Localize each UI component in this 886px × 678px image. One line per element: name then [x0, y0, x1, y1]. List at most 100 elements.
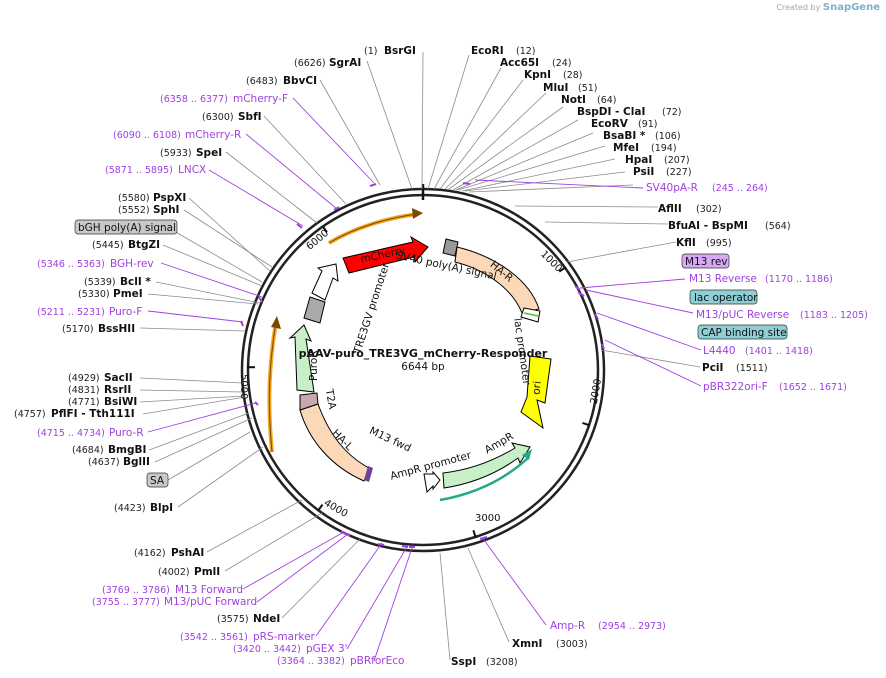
enzyme-kfli[interactable]: KflI [676, 237, 696, 249]
orange-arc-left-head [271, 316, 281, 329]
enzyme-bsshii[interactable]: BssHII [98, 323, 135, 335]
enzyme-kpni[interactable]: KpnI [524, 69, 551, 81]
enzyme-sspi[interactable]: SspI [451, 656, 476, 668]
primer-m13-puc-reverse[interactable]: M13/pUC Reverse [696, 309, 789, 321]
enzyme-spei[interactable]: SpeI [196, 147, 222, 159]
primer-leader-lines [147, 97, 702, 662]
enzyme-hpai[interactable]: HpaI [625, 154, 652, 166]
enzyme-sacii[interactable]: SacII [104, 372, 133, 384]
enzyme-pos: (4423) [114, 503, 146, 514]
m13-fwd-mark [364, 466, 373, 482]
ori-arrow[interactable] [520, 355, 552, 430]
enzyme-bspdi-clai[interactable]: BspDI - ClaI [577, 106, 645, 118]
lac-operator-box[interactable] [689, 289, 758, 305]
tick-2000: 2000 [589, 378, 604, 405]
enzyme-bcli[interactable]: BclI * [120, 276, 151, 288]
enzyme-pos: (1) [364, 46, 377, 57]
primer-bgh-rev[interactable]: BGH-rev [110, 258, 154, 270]
enzyme-ecorv[interactable]: EcoRV [591, 118, 629, 130]
enzyme-bsrgi[interactable]: BsrGI [384, 45, 416, 57]
snapgene-credit: Created by SnapGene [776, 2, 880, 13]
primer-m13-forward[interactable]: M13 Forward [175, 584, 243, 596]
enzyme-bsiwi[interactable]: BsiWI [104, 396, 137, 408]
primer-puro-f[interactable]: Puro-F [109, 306, 142, 318]
snapgene-logo: SnapGene [822, 2, 880, 13]
enzyme-blpi[interactable]: BlpI [150, 502, 173, 514]
primer-l4440[interactable]: L4440 [703, 345, 736, 357]
sv40-box[interactable] [442, 238, 459, 257]
primer-lncx[interactable]: LNCX [178, 164, 206, 176]
m13-rev-box[interactable] [681, 253, 730, 269]
enzyme-sphi[interactable]: SphI [153, 204, 179, 216]
enzyme-pos: (91) [638, 119, 658, 130]
tre3gv-promoter-arrow[interactable] [311, 263, 339, 301]
enzyme-bbvci[interactable]: BbvCI [283, 75, 317, 87]
sa-box[interactable] [146, 472, 169, 488]
enzyme-pos: (106) [655, 131, 681, 142]
enzyme-sbfi[interactable]: SbfI [238, 111, 262, 123]
primer-pos: (1183 .. 1205) [800, 310, 868, 321]
t2a-box[interactable] [299, 392, 319, 411]
primer-pos: (5346 .. 5363) [37, 259, 105, 270]
primer-pbr322ori-f[interactable]: pBR322ori-F [703, 381, 768, 393]
enzyme-pos: (6483) [246, 76, 278, 87]
enzyme-bfuai-bspmi[interactable]: BfuAI - BspMI [668, 220, 748, 232]
enzyme-ecori[interactable]: EcoRI [471, 45, 504, 57]
ampr-arrow[interactable] [442, 442, 531, 489]
ha-r-arrow[interactable] [454, 246, 540, 314]
puror-arrow[interactable] [288, 324, 315, 393]
enzyme-mlui[interactable]: MluI [543, 82, 568, 94]
features [267, 208, 552, 502]
enzyme-pos: (207) [664, 155, 690, 166]
enzyme-noti[interactable]: NotI [561, 94, 586, 106]
enzyme-pos: (24) [552, 58, 572, 69]
enzyme-pshai[interactable]: PshAI [171, 547, 204, 559]
enzyme-bsabi[interactable]: BsaBI * [603, 130, 646, 142]
primer-mcherry-f[interactable]: mCherry-F [233, 93, 288, 105]
primer-pbrforeco[interactable]: pBRforEco [350, 655, 404, 667]
enzyme-bglii[interactable]: BglII [123, 456, 150, 468]
enzyme-bmgbi[interactable]: BmgBI [108, 444, 146, 456]
leader-lines [139, 51, 701, 661]
tick-mark [558, 266, 567, 273]
primer-sv40pa-r[interactable]: SV40pA-R [646, 182, 698, 194]
enzyme-pos: (1511) [736, 363, 768, 374]
primer-pos: (3769 .. 3786) [102, 585, 170, 596]
enzyme-ndei[interactable]: NdeI [253, 613, 280, 625]
primer-puro-r[interactable]: Puro-R [109, 427, 144, 439]
primer-m13-puc-forward[interactable]: M13/pUC Forward [164, 596, 257, 608]
enzyme-sgrai[interactable]: SgrAI [329, 57, 361, 69]
ha-l-arrow[interactable] [299, 403, 370, 482]
bgh-polya-box[interactable] [74, 219, 178, 235]
primer-m13-reverse[interactable]: M13 Reverse [689, 273, 757, 285]
enzyme-btgzi[interactable]: BtgZI [128, 239, 160, 251]
enzyme-pflfi-tth111i[interactable]: PflFI - Tth111I [51, 408, 135, 420]
enzyme-acc65i[interactable]: Acc65I [500, 57, 539, 69]
boxed-features: M13 rev lac operator CAP binding site bG… [74, 219, 788, 488]
enzyme-pos: (564) [765, 221, 791, 232]
primer-pos: (3755 .. 3777) [92, 597, 160, 608]
enzyme-pmli[interactable]: PmlI [194, 566, 220, 578]
enzyme-xmni[interactable]: XmnI [512, 638, 542, 650]
tre3gv-box[interactable] [303, 296, 326, 324]
enzyme-pmei[interactable]: PmeI [113, 288, 143, 300]
primer-pgex-3[interactable]: pGEX 3' [306, 643, 348, 655]
enzyme-pos: (51) [578, 83, 598, 94]
primer-pos: (3542 .. 3561) [180, 632, 248, 643]
primer-pos: (5871 .. 5895) [105, 165, 173, 176]
primer-prs-marker[interactable]: pRS-marker [253, 631, 316, 643]
enzyme-aflii[interactable]: AflII [658, 203, 682, 215]
ampr-promoter-arrow[interactable] [423, 470, 441, 494]
enzyme-pos: (5552) [118, 205, 150, 216]
enzyme-rsrii[interactable]: RsrII [104, 384, 131, 396]
primer-amp-r[interactable]: Amp-R [550, 620, 585, 632]
primer-pos: (1401 .. 1418) [745, 346, 813, 357]
enzyme-psii[interactable]: PsiI [633, 166, 654, 178]
mcherry-arrow[interactable] [342, 235, 429, 274]
primer-mcherry-r[interactable]: mCherry-R [185, 129, 241, 141]
enzyme-pos: (4162) [134, 548, 166, 559]
enzyme-pcii[interactable]: PciI [702, 362, 723, 374]
enzyme-pspxi[interactable]: PspXI [153, 192, 186, 204]
cap-binding-site-box[interactable] [697, 324, 788, 340]
enzyme-mfei[interactable]: MfeI [613, 142, 639, 154]
